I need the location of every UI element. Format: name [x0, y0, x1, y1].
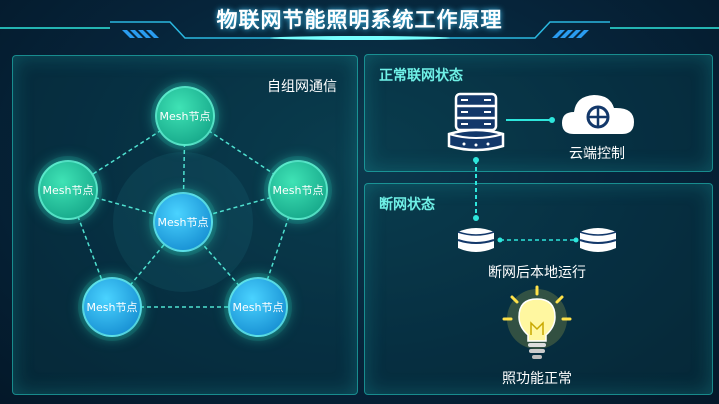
online-panel-title: 正常联网状态 [379, 68, 463, 84]
online-panel: 正常联网状态 [364, 54, 713, 172]
server-icon [447, 92, 505, 152]
page-title: 物联网节能照明系统工作原理 [216, 8, 503, 32]
mesh-node-bottom-right: Mesh节点 [228, 277, 288, 337]
node-db-icon [579, 228, 617, 252]
local-run-label: 断网后本地运行 [488, 265, 586, 281]
mesh-node-right: Mesh节点 [268, 160, 328, 220]
title-bar-decoration [0, 21, 719, 40]
cloud-control-label: 云端控制 [569, 146, 625, 162]
mesh-node-bottom-left: Mesh节点 [82, 277, 142, 337]
offline-panel-title: 断网状态 [379, 197, 435, 213]
mesh-node-center: Mesh节点 [153, 192, 213, 252]
mesh-panel-title: 自组网通信 [267, 79, 337, 95]
light-bulb-icon [502, 285, 572, 359]
cloud-icon [562, 95, 634, 134]
mesh-node-top: Mesh节点 [155, 86, 215, 146]
mesh-node-left: Mesh节点 [38, 160, 98, 220]
local-db-icon [457, 228, 495, 252]
lighting-normal-label: 照功能正常 [502, 371, 572, 387]
